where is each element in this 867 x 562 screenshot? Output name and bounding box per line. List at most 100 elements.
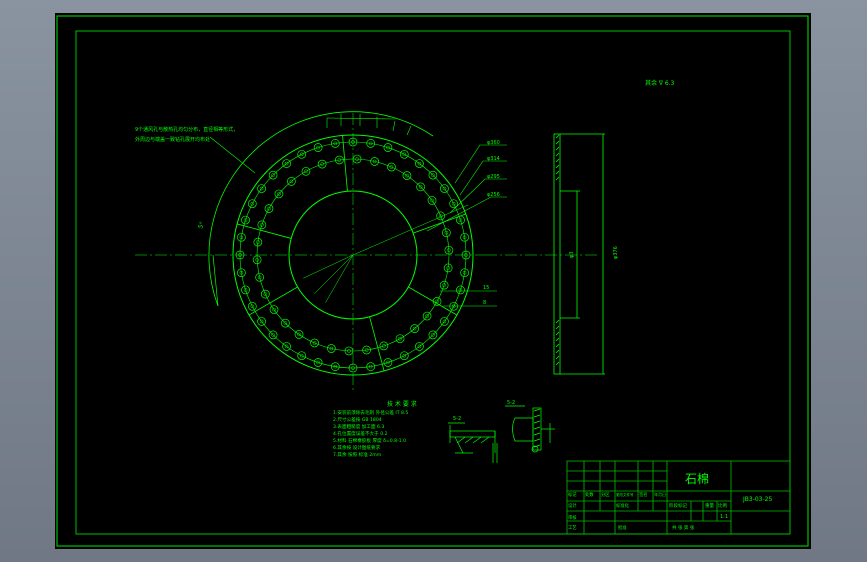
gasket-construction-right xyxy=(352,204,469,256)
bolt-hole-center xyxy=(442,319,447,324)
bolt-hole-center xyxy=(364,348,369,352)
bolt-hole-center xyxy=(442,283,446,288)
section-a-label: 5-2 xyxy=(453,416,461,422)
bolt-hole-center xyxy=(260,222,264,227)
bolt-hole xyxy=(362,345,371,355)
bolt-hole-center xyxy=(430,198,434,203)
bolt-hole-center xyxy=(368,364,373,369)
bolt-hole-center xyxy=(398,336,402,341)
bolt-hole-center xyxy=(355,157,359,161)
bolt-hole-center xyxy=(418,185,423,189)
gasket-segment-joint-1 xyxy=(342,135,348,192)
bolt-hole-center xyxy=(462,235,467,240)
title-role-proc: 工艺 xyxy=(568,525,577,531)
bolt-hole xyxy=(428,330,438,340)
bolt-hole-center xyxy=(417,344,422,349)
bolt-hole xyxy=(257,184,266,193)
gasket-inner-bore xyxy=(288,190,418,320)
gasket-segment-joint-3 xyxy=(248,286,298,316)
dim-angle: 5° xyxy=(197,221,206,230)
bolt-hole xyxy=(297,351,307,361)
bolt-hole xyxy=(281,318,290,328)
bolt-hole xyxy=(257,317,266,326)
bolt-hole-center xyxy=(372,159,377,164)
gasket-bolt-circle-outer xyxy=(239,141,467,369)
gasket-side-view xyxy=(553,133,605,375)
bolt-hole-center xyxy=(250,201,255,206)
bolt-hole-center xyxy=(402,152,407,157)
bolt-hole-center xyxy=(333,141,338,146)
section-detail-b xyxy=(505,405,555,453)
section-detail-a xyxy=(448,422,498,463)
bolt-hole-center xyxy=(329,346,334,351)
bolt-hole-center xyxy=(284,161,289,166)
bolt-hole-center xyxy=(267,206,271,211)
bolt-hole xyxy=(456,285,465,295)
dim-d314: φ314 xyxy=(487,156,500,162)
title-stage-label: 阶段标记 xyxy=(669,502,687,509)
bolt-hole xyxy=(247,301,257,311)
bolt-hole-center xyxy=(444,230,449,235)
roughness-note: 其余 ∇ 6.3 xyxy=(645,79,675,87)
note-leader xyxy=(209,136,256,174)
outer-dimension-arc xyxy=(208,111,434,307)
bolt-hole xyxy=(461,250,471,260)
bolt-hole xyxy=(436,211,446,221)
bolt-hole xyxy=(241,215,250,225)
svg-text:5.材料 石棉橡胶板 厚度 δ=0.8-1.0: 5.材料 石棉橡胶板 厚度 δ=0.8-1.0 xyxy=(333,437,406,444)
svg-text:标记: 标记 xyxy=(568,491,577,498)
gasket-construction-leader-b xyxy=(313,254,354,295)
bolt-hole xyxy=(432,297,442,306)
bolt-hole-center xyxy=(435,299,439,304)
note-line-1: 9个通风孔与散热孔均匀分布，直径相等形式， xyxy=(135,126,238,133)
gasket-segment-joint-2 xyxy=(236,223,292,239)
bolt-hole xyxy=(443,263,453,273)
bolt-hole-center xyxy=(271,333,275,337)
bolt-hole xyxy=(460,232,469,242)
bolt-hole-center xyxy=(447,248,451,253)
svg-text:分区: 分区 xyxy=(601,491,610,498)
title-code: JB3-03-25 xyxy=(742,496,772,503)
bolt-hole-center xyxy=(289,179,294,184)
dim-15: 15 xyxy=(483,285,489,291)
dim-side-inner: φ3 xyxy=(569,252,575,258)
bolt-hole xyxy=(310,338,319,348)
bolt-hole-center xyxy=(316,145,320,150)
dim-d360: φ360 xyxy=(487,140,500,146)
bolt-hole-center xyxy=(431,173,435,177)
title-role-approve: 批准 xyxy=(618,524,627,531)
bolt-hole-center xyxy=(389,165,394,169)
bolt-hole-center xyxy=(402,353,407,358)
title-header-row: 标记 处数 分区 更改文件号 签名 年月日 xyxy=(568,491,666,498)
bolt-hole xyxy=(313,358,323,367)
bolt-hole-center xyxy=(299,353,304,358)
bolt-hole-center xyxy=(257,275,262,280)
gasket-construction-leader-c xyxy=(303,254,354,279)
arc-end-left xyxy=(212,254,219,307)
bolt-hole xyxy=(366,139,376,148)
bolt-hole-center xyxy=(451,201,456,206)
bolt-hole xyxy=(282,159,291,168)
bolt-hole-center xyxy=(259,186,264,191)
bolt-hole xyxy=(427,196,437,205)
bolt-hole-center xyxy=(351,140,355,144)
outer-frame xyxy=(56,15,809,547)
bolt-hole xyxy=(442,228,451,238)
title-scale-value: 1:1 xyxy=(720,514,728,520)
bolt-hole xyxy=(294,330,304,339)
bolt-hole xyxy=(253,237,263,247)
title-role-check: 审核 xyxy=(568,514,577,521)
drawing-sheet[interactable]: 其余 ∇ 6.3 5° 9个通风孔与散热孔均匀分布，直径相 xyxy=(55,13,811,549)
gasket-outer-edge xyxy=(232,134,474,376)
bolt-hole xyxy=(257,220,267,230)
bolt-hole-center xyxy=(442,186,447,191)
bolt-hole xyxy=(399,351,409,361)
bolt-hole xyxy=(313,143,323,152)
bolt-hole-center xyxy=(243,288,248,292)
bolt-hole xyxy=(422,311,432,321)
bolt-hole-center xyxy=(417,161,422,166)
gasket-segment-joint-0 xyxy=(413,213,466,234)
bolt-hole xyxy=(352,154,362,164)
note-line-2: 外周边与端盖一致钻孔展开均布处 xyxy=(135,136,210,143)
